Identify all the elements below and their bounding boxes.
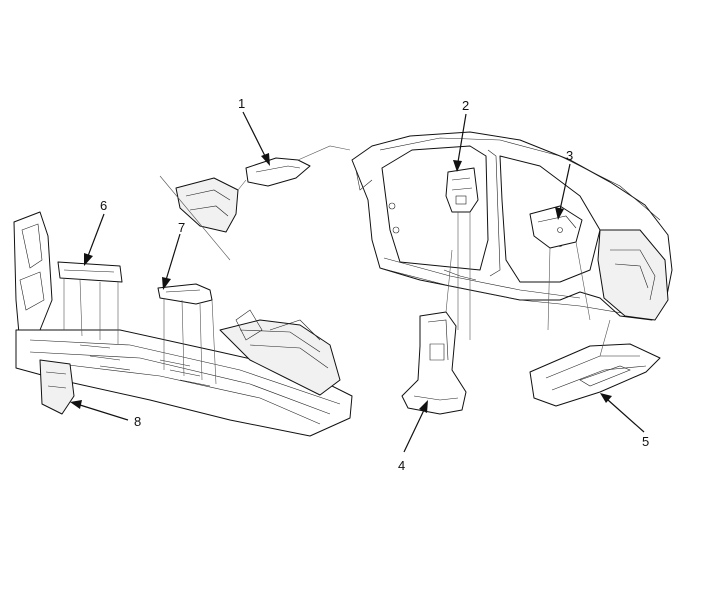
callout-5: 5 [600, 393, 649, 449]
callout-label-2: 2 [462, 98, 469, 113]
part-3-trim [529, 205, 591, 331]
callout-6: 6 [84, 198, 107, 266]
callout-8: 8 [70, 400, 141, 429]
callout-3: 3 [555, 148, 573, 220]
part-8-trim [39, 359, 75, 415]
part-1-trim [159, 145, 351, 261]
part-6-trim [57, 261, 123, 344]
callout-label-6: 6 [100, 198, 107, 213]
part-2-trim [445, 167, 479, 340]
callout-label-1: 1 [238, 96, 245, 111]
callout-2: 2 [453, 98, 469, 172]
part-4-trim [401, 249, 467, 415]
part-7-trim [157, 283, 217, 385]
callout-1: 1 [238, 96, 270, 166]
callout-7: 7 [162, 220, 185, 290]
callout-label-3: 3 [566, 148, 573, 163]
callout-label-5: 5 [642, 434, 649, 449]
callout-4: 4 [398, 400, 428, 473]
callout-label-4: 4 [398, 458, 405, 473]
part-5-trim [529, 319, 661, 407]
callout-label-8: 8 [134, 414, 141, 429]
right-body-frame [351, 131, 673, 321]
callout-label-7: 7 [178, 220, 185, 235]
left-body-structure [13, 211, 353, 437]
